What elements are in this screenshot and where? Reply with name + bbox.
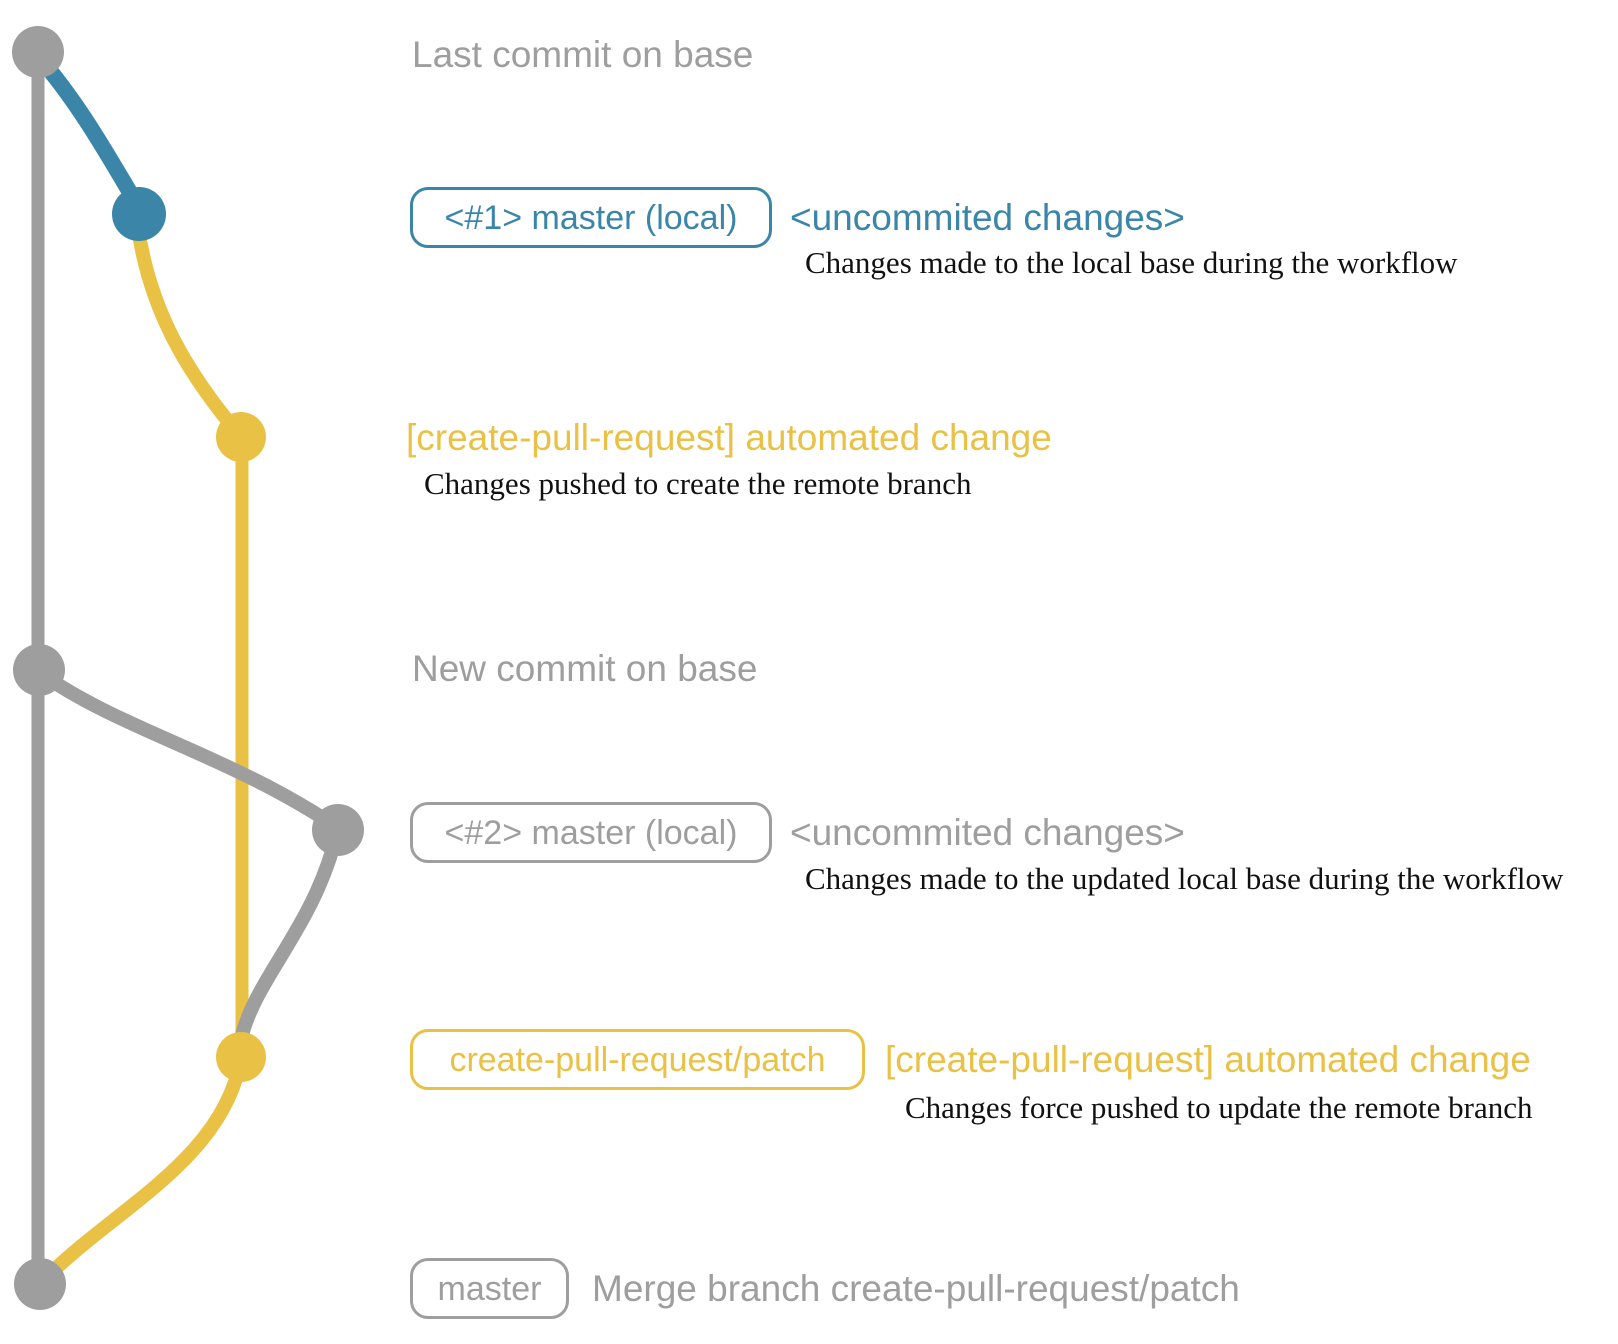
commit-node-local-uncommitted-2	[312, 804, 364, 856]
commit-node-patch-commit-2	[216, 1032, 266, 1082]
automated-change-heading-2: [create-pull-request] automated change	[885, 1039, 1531, 1080]
branch-badge-label: create-pull-request/patch	[449, 1040, 826, 1079]
patch-create-edge	[131, 221, 248, 444]
branch-badge-master: master	[410, 1258, 569, 1319]
base-to-local-master-edge-2	[32, 665, 345, 835]
branch-badge-label: <#1> master (local)	[444, 198, 738, 237]
branch-badge-patch: create-pull-request/patch	[410, 1029, 865, 1090]
uncommitted-changes-desc-2: Changes made to the updated local base d…	[805, 861, 1564, 896]
uncommitted-changes-desc-1: Changes made to the local base during th…	[805, 245, 1458, 280]
last-commit-label: Last commit on base	[412, 34, 754, 75]
branch-badge-master-local-1: <#1> master (local)	[410, 187, 772, 248]
automated-change-desc-1: Changes pushed to create the remote bran…	[424, 466, 972, 501]
branch-badge-label: <#2> master (local)	[444, 813, 738, 852]
commit-node-patch-commit-1	[216, 412, 266, 462]
uncommitted-changes-heading-2: <uncommited changes>	[790, 812, 1185, 853]
commit-node-local-uncommitted-1	[112, 187, 166, 241]
branch-badge-label: master	[437, 1269, 542, 1308]
commit-node-new-commit-on-base	[13, 644, 65, 696]
commit-graph	[12, 26, 364, 1310]
commit-node-last-commit-on-base	[12, 26, 64, 78]
branch-badge-master-local-2: <#2> master (local)	[410, 802, 772, 863]
local-master-to-patch-edge	[235, 826, 344, 1042]
merge-commit-label: Merge branch create-pull-request/patch	[592, 1268, 1240, 1309]
uncommitted-changes-heading-1: <uncommited changes>	[790, 197, 1185, 238]
automated-change-desc-2: Changes force pushed to update the remot…	[905, 1090, 1533, 1125]
new-commit-label: New commit on base	[412, 648, 758, 689]
local-master-edge-1	[29, 47, 146, 214]
patch-merge-edge	[37, 1051, 248, 1287]
commit-node-merge-commit	[14, 1258, 66, 1310]
automated-change-heading-1: [create-pull-request] automated change	[406, 417, 1052, 458]
